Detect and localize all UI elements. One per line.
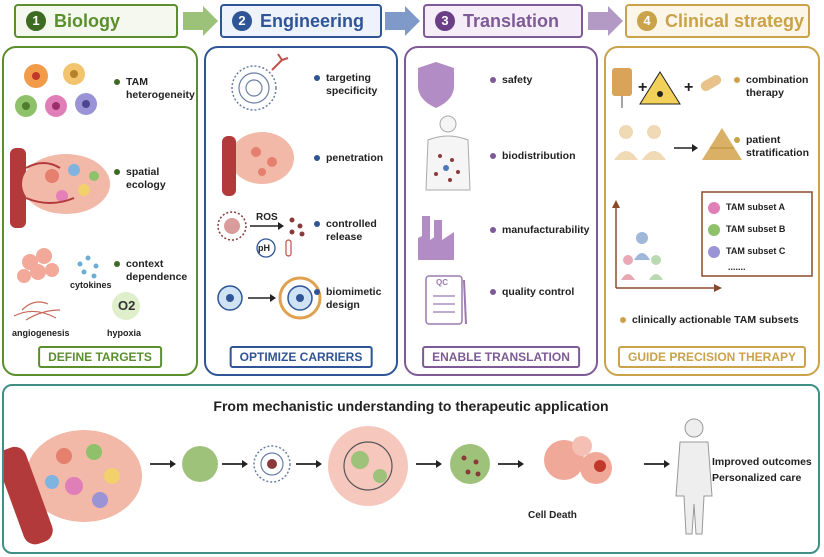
- subset-axes-icon: [612, 200, 722, 292]
- qc-checklist-icon: [425, 275, 467, 325]
- human-silhouette-icon: [675, 418, 713, 535]
- cell-death-icon: [544, 436, 612, 484]
- tumor-cluster-icon: [17, 248, 59, 283]
- arrow-2-3: [385, 6, 420, 36]
- svg-text:+: +: [638, 79, 647, 96]
- subset-more-label: .......: [728, 262, 746, 272]
- svg-text:+: +: [684, 79, 693, 96]
- step-number: 4: [637, 11, 657, 31]
- item-biodistribution: biodistribution: [490, 150, 596, 163]
- carrier-uptake-icon: [328, 426, 408, 506]
- cytokines-label: cytokines: [70, 280, 112, 290]
- nanoparticle-targeting-icon: [231, 53, 289, 111]
- bottom-flow-illustrations: [4, 418, 713, 545]
- outcome-personalized: Personalized care: [712, 472, 802, 484]
- step-header-translation: 3 Translation: [423, 4, 583, 38]
- step-number: 1: [26, 11, 46, 31]
- nanoparticle-icon: [253, 445, 291, 483]
- subset-b-cell-icon: [708, 224, 720, 236]
- tam-cells-icon: [15, 63, 97, 117]
- header-arrows: [183, 6, 623, 36]
- outcome-text: Improved outcomes Personalized care: [712, 454, 812, 486]
- ros-label: ROS: [256, 212, 278, 223]
- patient-stratification-icon: [614, 125, 742, 160]
- tumor-microenvironment-icon: [4, 430, 142, 545]
- angiogenesis-icon: [13, 301, 61, 321]
- hypoxia-icon: [112, 292, 140, 320]
- drug-loaded-macrophage-icon: [450, 444, 490, 484]
- shield-icon: [418, 62, 454, 108]
- ph-label: pH: [258, 243, 270, 253]
- footer-define-targets: DEFINE TARGETS: [38, 346, 162, 368]
- clinical-illustrations: + +: [612, 68, 813, 292]
- item-safety: safety: [490, 74, 596, 87]
- step-title: Translation: [463, 10, 560, 31]
- item-actionable-subsets: clinically actionable TAM subsets: [620, 314, 820, 327]
- footer-guide-precision-therapy: GUIDE PRECISION THERAPY: [617, 346, 807, 368]
- step-number: 3: [435, 11, 455, 31]
- panel-clinical: + + TAM subset A TAM subset B: [604, 46, 820, 376]
- item-patient-stratification: patient stratification: [734, 134, 820, 160]
- step-header-clinical: 4 Clinical strategy: [625, 4, 810, 38]
- item-combination-therapy: combination therapy: [734, 74, 820, 100]
- panel-biology: O2 cytokines angiogenesis hypoxia TAM he…: [2, 46, 198, 376]
- cytokines-icon: [77, 255, 99, 279]
- bottom-title: From mechanistic understanding to therap…: [213, 398, 609, 414]
- o2-label: O2: [118, 298, 136, 313]
- item-controlled-release: controlled release: [314, 218, 398, 244]
- macrophage-icon: [182, 446, 218, 482]
- item-manufacturability: manufacturability: [490, 224, 596, 237]
- angiogenesis-label: angiogenesis: [12, 328, 70, 338]
- item-quality-control: quality control: [490, 286, 596, 299]
- panel-translation: QC safety biodistribution manufacturabil…: [404, 46, 598, 376]
- subset-c-cell-icon: [708, 246, 720, 258]
- flow-arrows: [150, 460, 670, 468]
- panel-engineering: ROS pH targeting specificity penetration…: [204, 46, 398, 376]
- qc-label: QC: [436, 278, 448, 287]
- step-title: Engineering: [260, 10, 365, 31]
- biology-illustrations: [10, 63, 140, 321]
- footer-enable-translation: ENABLE TRANSLATION: [422, 346, 580, 368]
- step-header-biology: 1 Biology: [14, 4, 178, 38]
- translation-illustrations: [418, 62, 471, 325]
- hypoxia-label: hypoxia: [107, 328, 142, 338]
- item-targeting-specificity: targeting specificity: [314, 72, 398, 98]
- human-body-icon: [425, 115, 471, 191]
- subset-a-label: TAM subset A: [726, 202, 786, 212]
- footer-optimize-carriers: OPTIMIZE CARRIERS: [229, 346, 373, 368]
- step-title: Clinical strategy: [665, 10, 805, 31]
- combination-therapy-icon: + +: [612, 68, 722, 108]
- item-penetration: penetration: [314, 152, 398, 165]
- subset-a-cell-icon: [708, 202, 720, 214]
- arrow-1-2: [183, 6, 218, 36]
- tissue-penetration-icon: [222, 132, 294, 196]
- bottom-flow-panel: From mechanistic understanding to therap…: [2, 384, 820, 554]
- arrow-3-4: [588, 6, 623, 36]
- factory-icon: [418, 216, 454, 260]
- biomimetic-design-icon: [217, 276, 322, 320]
- item-context-dependence: context dependence: [114, 258, 198, 284]
- subset-box: [701, 191, 813, 277]
- step-number: 2: [232, 11, 252, 31]
- tumor-vessel-icon: [10, 148, 110, 228]
- controlled-release-icon: [217, 211, 305, 258]
- subset-c-label: TAM subset C: [726, 246, 786, 256]
- cell-death-label: Cell Death: [528, 510, 577, 521]
- outcome-improved: Improved outcomes: [712, 456, 812, 468]
- item-tam-heterogeneity: TAM heterogeneity: [114, 76, 198, 102]
- item-spatial-ecology: spatial ecology: [114, 166, 198, 192]
- step-title: Biology: [54, 10, 120, 31]
- subset-b-label: TAM subset B: [726, 224, 786, 234]
- engineering-illustrations: [217, 53, 322, 320]
- step-header-engineering: 2 Engineering: [220, 4, 382, 38]
- item-biomimetic-design: biomimetic design: [314, 286, 398, 312]
